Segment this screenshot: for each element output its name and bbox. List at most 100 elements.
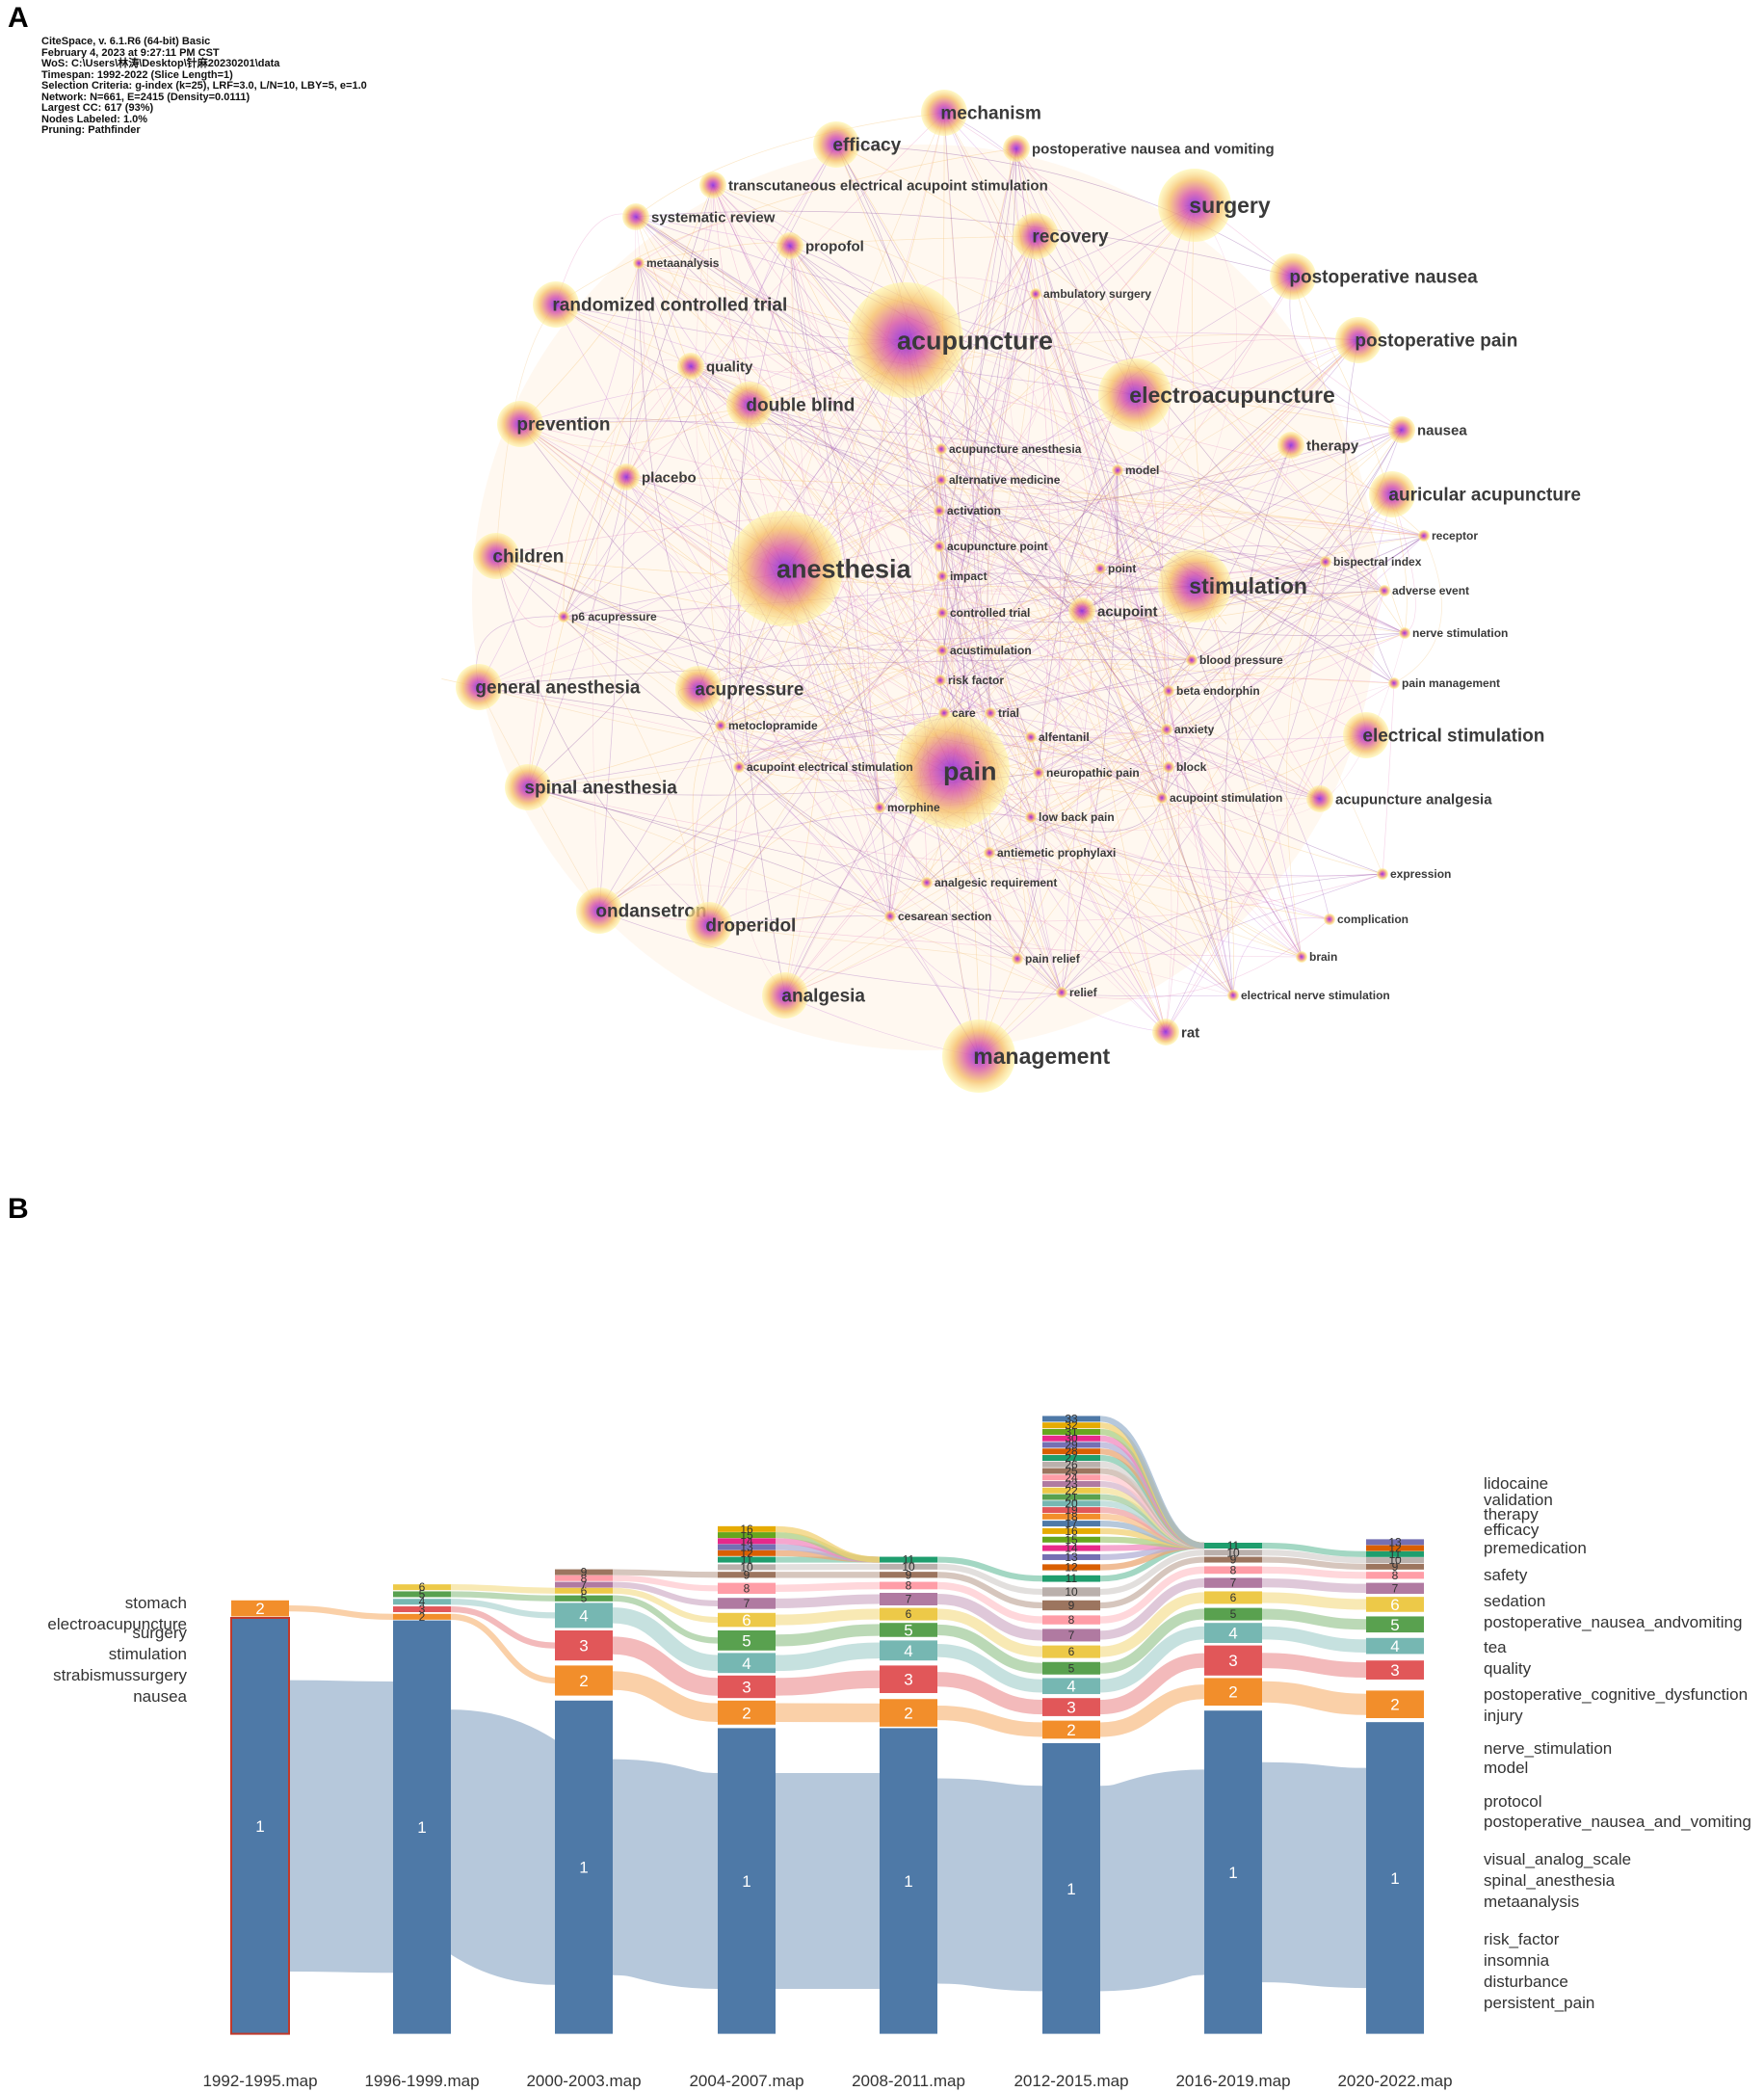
module-block bbox=[393, 1606, 451, 1613]
module-block bbox=[555, 1700, 613, 2034]
keyword-node bbox=[938, 707, 950, 719]
keyword-label: randomized controlled trial bbox=[552, 296, 787, 316]
module-block bbox=[1042, 1461, 1100, 1468]
keyword-node bbox=[1320, 556, 1331, 568]
module-number: 10 bbox=[1065, 1585, 1078, 1599]
module-number: 1 bbox=[255, 1817, 264, 1836]
module-block bbox=[1042, 1494, 1100, 1500]
module-number: 30 bbox=[1065, 1432, 1078, 1445]
keyword-label: transcutaneous electrical acupoint stimu… bbox=[728, 177, 1048, 194]
right-keyword-label: therapy bbox=[1484, 1505, 1539, 1523]
right-keyword-label: postoperative_nausea_andvomiting bbox=[1484, 1613, 1742, 1631]
module-number: 5 bbox=[419, 1587, 426, 1601]
module-block bbox=[1042, 1442, 1100, 1448]
module-number: 4 bbox=[742, 1655, 750, 1673]
right-keyword-label: postoperative_nausea_and_vomiting bbox=[1484, 1813, 1751, 1831]
keyword-label: expression bbox=[1390, 867, 1451, 881]
keyword-label: bispectral index bbox=[1333, 555, 1422, 569]
module-number: 1 bbox=[1066, 1880, 1075, 1898]
keyword-label: rat bbox=[1181, 1024, 1199, 1041]
keyword-node bbox=[1369, 471, 1415, 517]
module-number: 11 bbox=[903, 1553, 915, 1567]
keyword-label: risk factor bbox=[948, 674, 1004, 687]
module-block bbox=[1366, 1582, 1424, 1595]
module-number: 3 bbox=[1390, 1661, 1399, 1680]
module-number: 2 bbox=[1066, 1721, 1075, 1739]
keyword-node bbox=[1112, 464, 1123, 476]
left-keyword-label: stimulation bbox=[109, 1645, 187, 1663]
module-number: 32 bbox=[1065, 1418, 1078, 1432]
module-block bbox=[1042, 1527, 1100, 1534]
module-block bbox=[718, 1556, 776, 1563]
keyword-node bbox=[1098, 358, 1172, 432]
keyword-node bbox=[677, 353, 704, 380]
keyword-label: acupuncture analgesia bbox=[1335, 791, 1492, 808]
module-block bbox=[1204, 1645, 1262, 1676]
keyword-label: point bbox=[1108, 562, 1136, 575]
keyword-label: antiemetic prophylaxi bbox=[997, 846, 1116, 860]
keyword-label: electrical stimulation bbox=[1362, 727, 1544, 747]
module-block bbox=[555, 1569, 613, 1576]
keyword-label: acupressure bbox=[695, 680, 803, 701]
period-label: 1996-1999.map bbox=[364, 2072, 479, 2090]
keyword-node bbox=[935, 675, 946, 686]
keyword-label: acupuncture anesthesia bbox=[949, 442, 1082, 456]
keyword-node bbox=[699, 172, 726, 199]
module-number: 13 bbox=[1388, 1535, 1402, 1549]
module-block bbox=[718, 1598, 776, 1609]
keyword-node bbox=[715, 720, 726, 731]
module-block bbox=[1366, 1637, 1424, 1655]
keyword-node bbox=[1013, 213, 1059, 259]
module-block bbox=[718, 1700, 776, 1725]
module-number: 2 bbox=[255, 1600, 264, 1618]
module-block bbox=[880, 1607, 937, 1621]
panel-a-letter: A bbox=[8, 2, 29, 34]
alluvial-module-diagram: 1212345612345678912345678910111213141516… bbox=[47, 1412, 1751, 2090]
keyword-label: droperidol bbox=[705, 916, 796, 937]
metadata-line: CiteSpace, v. 6.1.R6 (64-bit) Basic bbox=[41, 36, 211, 47]
module-number: 16 bbox=[740, 1523, 753, 1536]
keyword-label: metoclopramide bbox=[728, 719, 818, 732]
left-keyword-label: nausea bbox=[133, 1687, 187, 1706]
module-number: 4 bbox=[579, 1606, 588, 1625]
metadata-line: Network: N=661, E=2415 (Density=0.0111) bbox=[41, 91, 250, 103]
keyword-node bbox=[874, 802, 885, 813]
module-block bbox=[1042, 1481, 1100, 1488]
keyword-label: electrical nerve stimulation bbox=[1241, 989, 1390, 1002]
module-number: 5 bbox=[904, 1621, 912, 1639]
module-number: 8 bbox=[581, 1572, 588, 1585]
module-block bbox=[555, 1587, 613, 1594]
module-block bbox=[1042, 1422, 1100, 1429]
keyword-label: trial bbox=[998, 706, 1019, 720]
keyword-label: morphine bbox=[887, 801, 940, 814]
keyword-label: acupoint electrical stimulation bbox=[747, 760, 913, 774]
keyword-node bbox=[921, 877, 933, 888]
keyword-node bbox=[936, 570, 948, 582]
module-block bbox=[718, 1582, 776, 1595]
module-number: 4 bbox=[904, 1642, 912, 1660]
module-block bbox=[880, 1563, 937, 1570]
period-label: 2012-2015.map bbox=[1014, 2072, 1128, 2090]
keyword-node bbox=[934, 541, 945, 552]
module-number: 9 bbox=[1068, 1599, 1075, 1612]
keyword-node bbox=[727, 511, 843, 626]
module-block bbox=[1042, 1743, 1100, 2034]
keyword-node bbox=[686, 902, 732, 948]
keyword-label: management bbox=[973, 1044, 1110, 1069]
keyword-label: mechanism bbox=[940, 104, 1041, 124]
right-keyword-label: postoperative_cognitive_dysfunction bbox=[1484, 1685, 1748, 1704]
module-number: 1 bbox=[1228, 1864, 1237, 1882]
module-number: 7 bbox=[1230, 1576, 1237, 1590]
keyword-label: pain management bbox=[1402, 676, 1500, 690]
module-number: 7 bbox=[1068, 1629, 1075, 1642]
module-number: 5 bbox=[1230, 1607, 1237, 1621]
module-block bbox=[718, 1572, 776, 1578]
keyword-node bbox=[1399, 627, 1410, 639]
right-keyword-label: spinal_anesthesia bbox=[1484, 1871, 1616, 1890]
module-number: 6 bbox=[1068, 1645, 1075, 1658]
module-block bbox=[1366, 1563, 1424, 1570]
keyword-label: care bbox=[952, 706, 976, 720]
keyword-label: nerve stimulation bbox=[1412, 626, 1508, 640]
keyword-label: nausea bbox=[1417, 422, 1467, 438]
module-block bbox=[1042, 1521, 1100, 1527]
